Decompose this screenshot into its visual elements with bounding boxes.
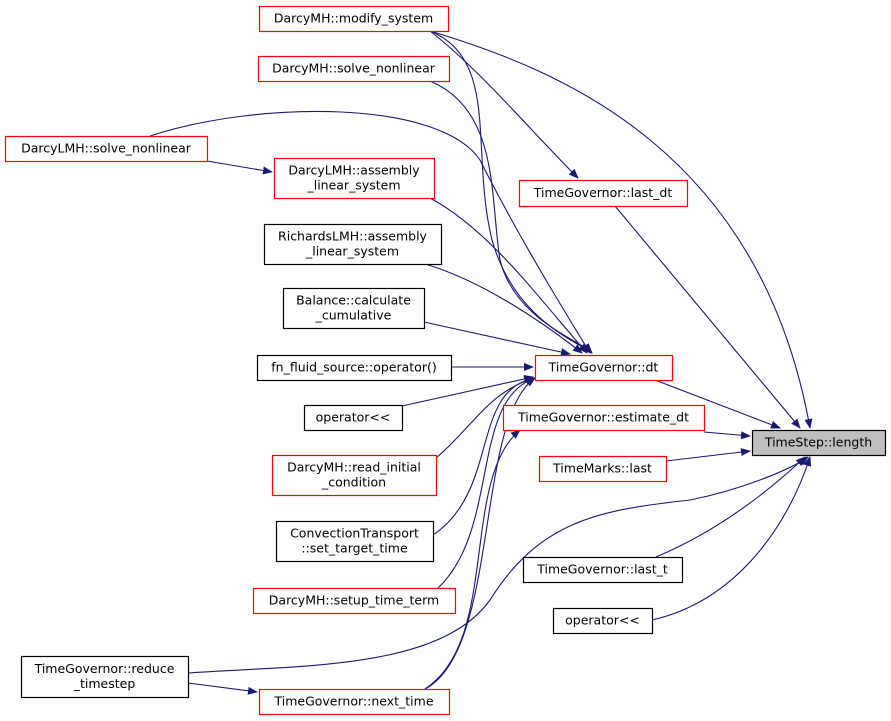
edge-reduce-to-length <box>187 456 809 674</box>
edge-balance-to-dt <box>423 321 571 356</box>
node-label: ::set_target_time <box>301 541 408 556</box>
node-box <box>303 404 404 432</box>
node-label: _linear_system <box>306 178 400 193</box>
node-box <box>538 455 668 483</box>
edge-solve_nl_lmh-to-dt <box>149 110 591 354</box>
node-label: DarcyMH::modify_system <box>274 11 433 26</box>
graph-node-read-init[interactable]: DarcyMH::read_initial_condition <box>271 454 438 497</box>
node-box <box>258 5 450 33</box>
edge-modify-to-length <box>429 30 813 429</box>
graph-node-reduce[interactable]: TimeGovernor::reduce_timestep <box>20 655 190 699</box>
node-label: _condition <box>321 475 386 490</box>
edge-solve_nl_lmh-to-lmh_assembly <box>206 160 273 175</box>
graph-node-next[interactable]: TimeGovernor::next_time <box>258 688 451 716</box>
edge-modify-to-dt <box>429 30 593 354</box>
node-label: TimeMarks::last <box>552 461 652 476</box>
graph-node-balance[interactable]: Balance::calculate_cumulative <box>282 287 426 330</box>
node-label: DarcyLMH::assembly <box>288 163 420 178</box>
node-box <box>552 607 654 635</box>
node-box <box>751 429 887 457</box>
node-label: DarcyMH::solve_nonlinear <box>272 61 436 76</box>
edge-last_t-to-length <box>655 456 806 558</box>
graph-node-marks-last[interactable]: TimeMarks::last <box>538 455 668 483</box>
node-label: Balance::calculate <box>296 293 411 308</box>
edge-richards-to-dt <box>424 263 583 354</box>
node-label: TimeGovernor::reduce <box>34 661 175 676</box>
graph-node-lmh-assembly[interactable]: DarcyLMH::assembly_linear_system <box>273 157 436 200</box>
node-box <box>518 179 689 208</box>
graph-node-estimate[interactable]: TimeGovernor::estimate_dt <box>502 404 706 432</box>
node-label: TimeStep::length <box>764 435 872 450</box>
node-label: operator<< <box>316 410 391 425</box>
node-box <box>257 55 451 83</box>
node-label: _timestep <box>73 676 136 691</box>
node-box <box>282 287 426 330</box>
edge-op2-to-length <box>651 456 812 621</box>
node-label: _cumulative <box>315 308 392 323</box>
node-box <box>263 223 443 266</box>
graph-node-solve-nl-mh[interactable]: DarcyMH::solve_nonlinear <box>257 55 451 83</box>
graph-node-solve-nl-lmh[interactable]: DarcyLMH::solve_nonlinear <box>4 135 209 163</box>
graph-node-length: TimeStep::length <box>751 429 887 457</box>
node-box <box>534 354 674 382</box>
node-box <box>256 354 453 382</box>
node-label: DarcyMH::setup_time_term <box>269 593 439 608</box>
node-label: operator<< <box>565 613 640 628</box>
node-box <box>252 587 457 615</box>
edge-op1-to-dt <box>401 375 534 407</box>
node-label: RichardsLMH::assembly <box>278 229 428 244</box>
graph-node-last-dt[interactable]: TimeGovernor::last_dt <box>518 179 689 208</box>
edge-solve_nl_mh-to-dt <box>429 80 593 354</box>
edge-modify-to-last_dt <box>429 30 579 179</box>
node-box <box>522 556 684 584</box>
node-label: fn_fluid_source::operator() <box>271 360 436 375</box>
edge-dt-to-length <box>654 379 781 429</box>
node-box <box>275 520 435 563</box>
node-box <box>273 157 436 200</box>
edges-layer <box>149 30 813 695</box>
edge-setup-to-dt <box>437 377 536 589</box>
node-box <box>502 404 706 432</box>
node-box <box>258 688 451 716</box>
graph-node-setup[interactable]: DarcyMH::setup_time_term <box>252 587 457 615</box>
graph-node-conv[interactable]: ConvectionTransport::set_target_time <box>275 520 435 563</box>
node-label: TimeGovernor::dt <box>548 360 659 375</box>
node-box <box>4 135 209 163</box>
node-box <box>20 655 190 699</box>
edge-marks_last-to-length <box>665 448 751 462</box>
graph-node-dt[interactable]: TimeGovernor::dt <box>534 354 674 382</box>
node-label: DarcyMH::read_initial <box>287 460 421 475</box>
node-label: TimeGovernor::next_time <box>273 694 433 709</box>
node-label: ConvectionTransport <box>290 526 419 541</box>
edge-next-to-estimate <box>424 429 521 690</box>
graph-node-op2[interactable]: operator<< <box>552 607 654 635</box>
nodes-layer: DarcyMH::modify_systemDarcyMH::solve_non… <box>4 5 887 716</box>
graph-node-fluid[interactable]: fn_fluid_source::operator() <box>256 354 453 382</box>
edge-reduce-to-next <box>187 682 258 695</box>
node-label: TimeGovernor::estimate_dt <box>517 410 689 425</box>
graph-node-last-t[interactable]: TimeGovernor::last_t <box>522 556 684 584</box>
edge-conv-to-dt <box>432 375 536 536</box>
edge-estimate-to-length <box>703 431 751 440</box>
node-label: _linear_system <box>305 244 399 259</box>
node-label: DarcyLMH::solve_nonlinear <box>21 141 192 156</box>
edge-last_dt-to-length <box>614 205 801 429</box>
node-label: TimeGovernor::last_t <box>536 562 668 577</box>
node-box <box>271 454 438 497</box>
edge-lmh_assembly-to-dt <box>429 197 588 354</box>
node-label: TimeGovernor::last_dt <box>533 185 673 200</box>
graph-node-op1[interactable]: operator<< <box>303 404 404 432</box>
graph-node-richards[interactable]: RichardsLMH::assembly_linear_system <box>263 223 443 266</box>
graph-node-modify[interactable]: DarcyMH::modify_system <box>258 5 450 33</box>
